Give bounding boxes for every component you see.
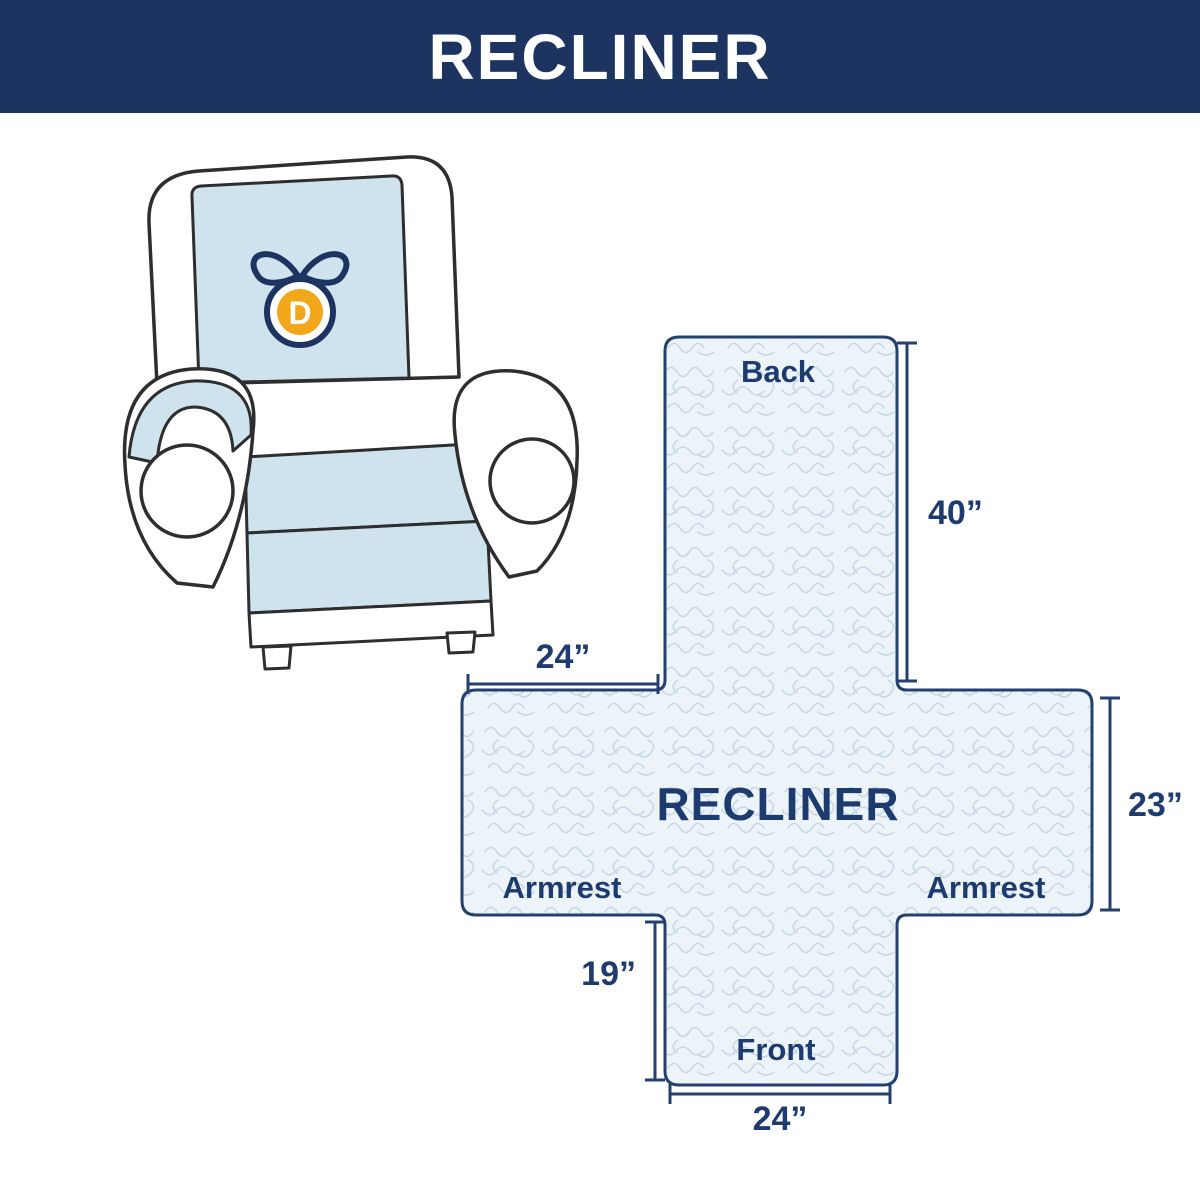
- page-title: RECLINER: [428, 20, 772, 93]
- recliner-chair-illustration: D: [122, 155, 579, 671]
- logo-letter: D: [288, 295, 311, 331]
- chair-arm-right-roll: [488, 437, 576, 525]
- dimension-front-drop: [645, 920, 665, 1082]
- chair-base: [247, 599, 495, 649]
- dimension-top-width: [466, 674, 660, 694]
- label-armrest-right: Armrest: [927, 870, 1046, 905]
- dim-back-length-value: 40”: [928, 494, 983, 532]
- chair-cover-front-drop: [245, 519, 493, 615]
- dim-seat-depth-value: 23”: [1128, 786, 1183, 824]
- title-banner: RECLINER: [0, 0, 1200, 113]
- dim-top-width-value: 24”: [536, 638, 591, 676]
- label-front: Front: [736, 1032, 815, 1067]
- dimension-seat-depth: [1100, 696, 1120, 912]
- brand-logo: D: [250, 251, 350, 348]
- label-armrest-left: Armrest: [503, 870, 622, 905]
- label-back: Back: [741, 354, 816, 389]
- dimension-front-width: [668, 1084, 892, 1104]
- chair-cover-seat: [243, 443, 489, 535]
- dim-front-width-value: 24”: [753, 1100, 808, 1138]
- label-center-recliner: RECLINER: [656, 778, 899, 830]
- chair-arm-left-roll: [139, 443, 235, 539]
- chair-foot-left: [261, 644, 293, 671]
- chair-foot-right: [445, 630, 477, 655]
- cover-shape-texture: [460, 335, 1094, 1087]
- logo-orange-circle: [277, 289, 323, 335]
- dimension-back-length: [897, 341, 917, 683]
- dim-front-drop-value: 19”: [581, 955, 636, 993]
- chair-cover-arm-flap: [127, 379, 253, 465]
- cover-cross-diagram: Back Armrest Armrest Front RECLINER 40” …: [460, 335, 1183, 1138]
